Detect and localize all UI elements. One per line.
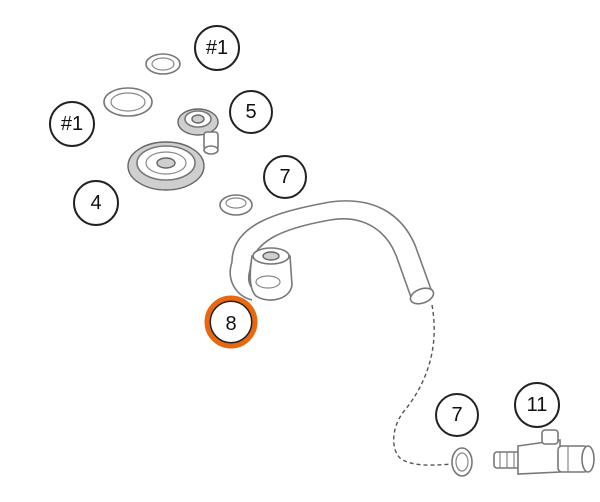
tubing-line bbox=[393, 304, 453, 466]
o-ring-large bbox=[103, 87, 153, 117]
callout-7-upper: 7 bbox=[263, 155, 307, 199]
callout-7-lower: 7 bbox=[435, 393, 479, 437]
callout-8-highlighted: 8 bbox=[204, 295, 258, 349]
quick-disconnect-part bbox=[493, 429, 595, 475]
svg-text:5: 5 bbox=[245, 101, 256, 123]
svg-text:7: 7 bbox=[451, 404, 462, 426]
callout-1-left: #1 bbox=[49, 101, 95, 147]
svg-text:8: 8 bbox=[225, 313, 236, 335]
hose-clamp-upper-part bbox=[219, 194, 253, 216]
svg-text:#1: #1 bbox=[206, 37, 228, 59]
highlight-ring bbox=[204, 295, 258, 349]
svg-text:11: 11 bbox=[527, 394, 548, 416]
callout-4: 4 bbox=[73, 180, 119, 226]
svg-text:#1: #1 bbox=[61, 113, 83, 135]
svg-text:4: 4 bbox=[90, 192, 101, 214]
svg-text:7: 7 bbox=[279, 166, 290, 188]
o-ring-small bbox=[145, 53, 181, 75]
hose-assembly bbox=[229, 200, 435, 305]
callout-1-top: #1 bbox=[194, 25, 240, 71]
callout-11: 11 bbox=[514, 382, 560, 428]
valve-poppet-part bbox=[177, 108, 219, 155]
hose-clamp-lower-part bbox=[451, 447, 473, 477]
callout-5: 5 bbox=[229, 90, 273, 134]
gasket-disc-part bbox=[127, 141, 205, 191]
